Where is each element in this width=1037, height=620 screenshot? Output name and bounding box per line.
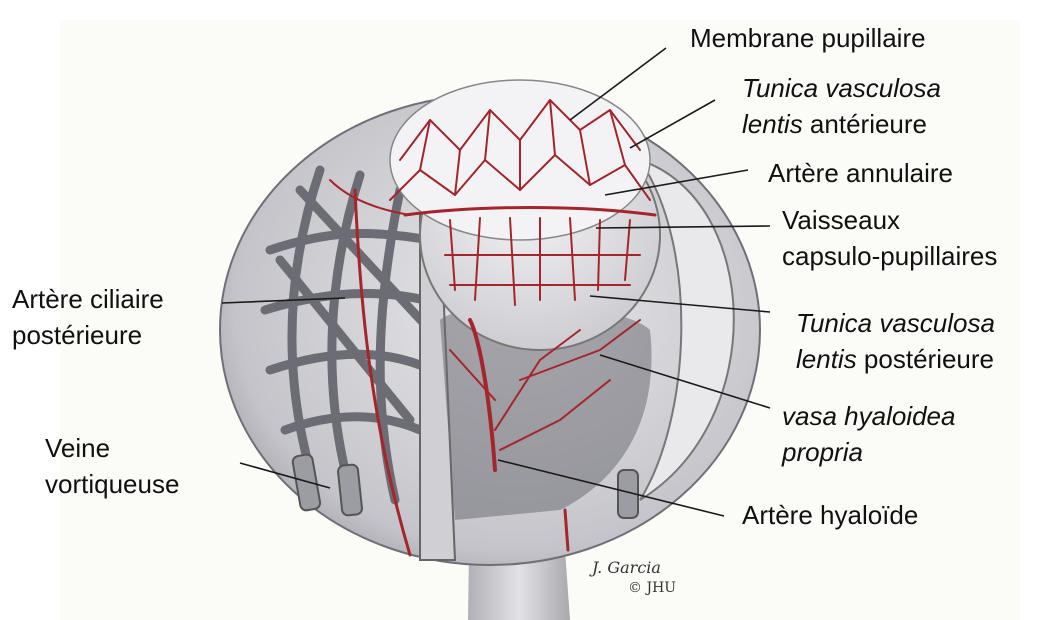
label-artere-ciliaire-posterieure: Artère ciliaire postérieure bbox=[12, 281, 164, 353]
label-veine-line1: Veine bbox=[45, 433, 110, 463]
label-tvl-anterieure: Tunica vasculosa lentis antérieure bbox=[742, 70, 941, 142]
label-tvl-posterieure-line2-italic: lentis bbox=[796, 344, 857, 374]
label-tvl-anterieure-line2-rest: antérieure bbox=[803, 109, 927, 139]
label-vaisseaux-capsulo-pupillaires: Vaisseaux capsulo-pupillaires bbox=[782, 202, 997, 274]
label-tvl-posterieure-line1: Tunica vasculosa bbox=[796, 308, 995, 338]
label-artere-annulaire: Artère annulaire bbox=[768, 155, 953, 191]
label-membrane-pupillaire: Membrane pupillaire bbox=[690, 20, 926, 56]
label-tvl-anterieure-line1: Tunica vasculosa bbox=[742, 73, 941, 103]
label-tvl-posterieure-line2-rest: postérieure bbox=[857, 344, 994, 374]
label-artere-hyaloide: Artère hyaloïde bbox=[742, 497, 918, 533]
label-vasa-line1: vasa hyaloidea bbox=[782, 401, 955, 431]
label-artere-ciliaire-line1: Artère ciliaire bbox=[12, 284, 164, 314]
label-tvl-anterieure-line2-italic: lentis bbox=[742, 109, 803, 139]
label-tvl-posterieure: Tunica vasculosa lentis postérieure bbox=[796, 305, 995, 377]
label-veine-vortiqueuse: Veine vortiqueuse bbox=[45, 430, 179, 502]
label-vasa-hyaloidea-propria: vasa hyaloidea propria bbox=[782, 398, 955, 470]
label-artere-ciliaire-line2: postérieure bbox=[12, 320, 142, 350]
copyright-mark: © JHU bbox=[628, 580, 676, 596]
artist-signature: J. Garcia bbox=[592, 558, 661, 577]
label-vaisseaux-line2: capsulo-pupillaires bbox=[782, 241, 997, 271]
label-veine-line2: vortiqueuse bbox=[45, 469, 179, 499]
label-vasa-line2: propria bbox=[782, 437, 863, 467]
label-vaisseaux-line1: Vaisseaux bbox=[782, 205, 900, 235]
